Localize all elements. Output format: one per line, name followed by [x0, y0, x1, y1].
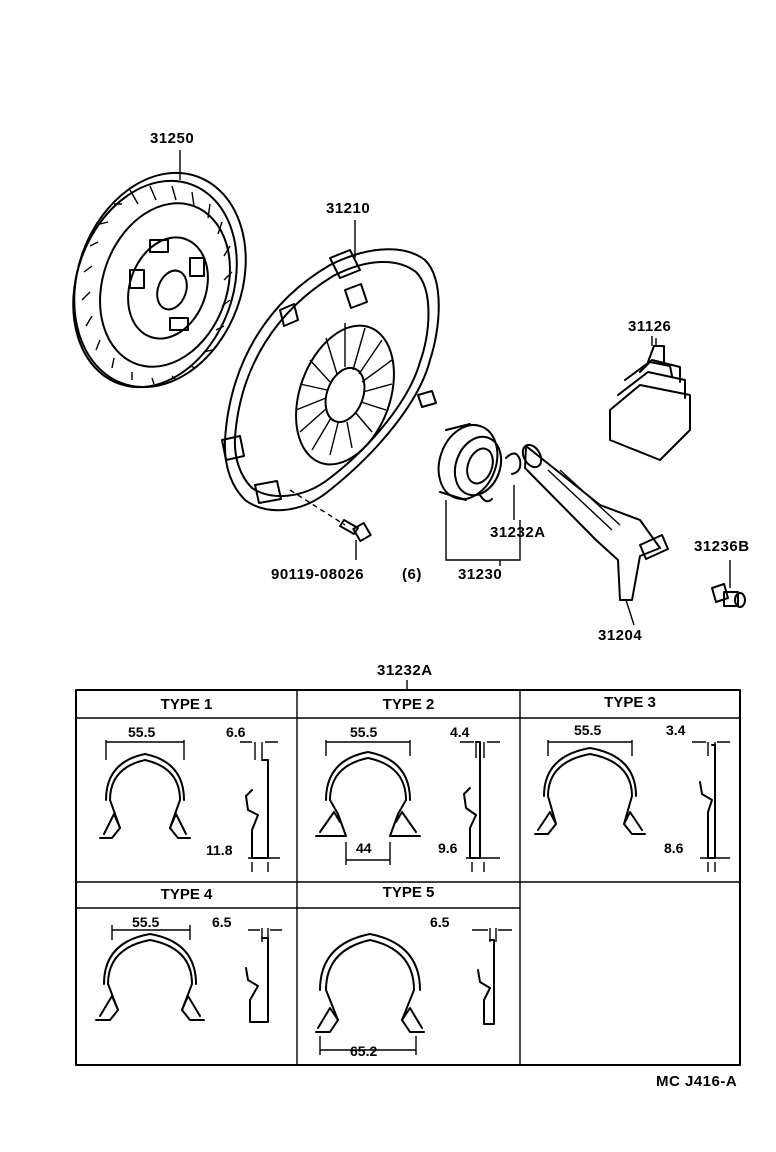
type1-dim-thickness: 6.6 [226, 724, 246, 740]
type2-dim-base: 44 [356, 840, 372, 856]
type5-header: TYPE 5 [382, 884, 435, 901]
type2-dim-thickness: 4.4 [450, 724, 470, 740]
part-label-pivot: 31236B [694, 538, 750, 555]
part-label-release-bearing-assy: 31230 [458, 566, 503, 583]
type5-dim-width: 65.2 [350, 1043, 378, 1059]
release-fork-drawing [519, 442, 668, 625]
type3-header: TYPE 3 [604, 694, 656, 711]
type3-clip-drawing [535, 740, 730, 872]
type3-dim-depth: 8.6 [664, 840, 684, 856]
part-label-release-bearing-clip: 31232A [490, 524, 546, 541]
type4-dim-width: 55.5 [132, 914, 160, 930]
type1-dim-depth: 11.8 [206, 842, 233, 858]
diagram-code: MC J416-A [656, 1073, 738, 1090]
type5-dim-thickness: 6.5 [430, 914, 450, 930]
type4-dim-thickness: 6.5 [212, 914, 232, 930]
part-label-boot: 31126 [628, 318, 672, 335]
type4-header: TYPE 4 [160, 886, 213, 903]
clip-table-frame [76, 680, 740, 1065]
type3-dim-width: 55.5 [574, 722, 602, 738]
part-label-bolt: 90119-08026 [271, 566, 365, 583]
type1-dim-width: 55.5 [128, 724, 156, 740]
clip-table-title: 31232A [377, 662, 433, 679]
type4-clip-drawing [96, 925, 282, 1022]
type1-header: TYPE 1 [160, 696, 213, 713]
type5-clip-drawing [316, 928, 512, 1055]
boot-drawing [610, 336, 690, 460]
part-label-bolt-qty: (6) [402, 566, 422, 583]
pivot-drawing [712, 560, 745, 607]
clutch-disc-drawing [45, 149, 274, 412]
type3-dim-thickness: 3.4 [666, 722, 686, 738]
type2-clip-drawing [316, 740, 500, 872]
part-label-clutch-disc: 31250 [150, 130, 195, 147]
type2-dim-width: 55.5 [350, 724, 378, 740]
clutch-cover-drawing [222, 249, 439, 510]
type2-dim-depth: 9.6 [438, 840, 458, 856]
bolt-drawing [290, 490, 371, 560]
type2-header: TYPE 2 [382, 696, 435, 713]
type1-clip-drawing [100, 740, 280, 872]
release-bearing-drawing [429, 417, 521, 566]
part-label-clutch-cover: 31210 [326, 200, 371, 217]
part-label-release-fork: 31204 [598, 627, 643, 644]
